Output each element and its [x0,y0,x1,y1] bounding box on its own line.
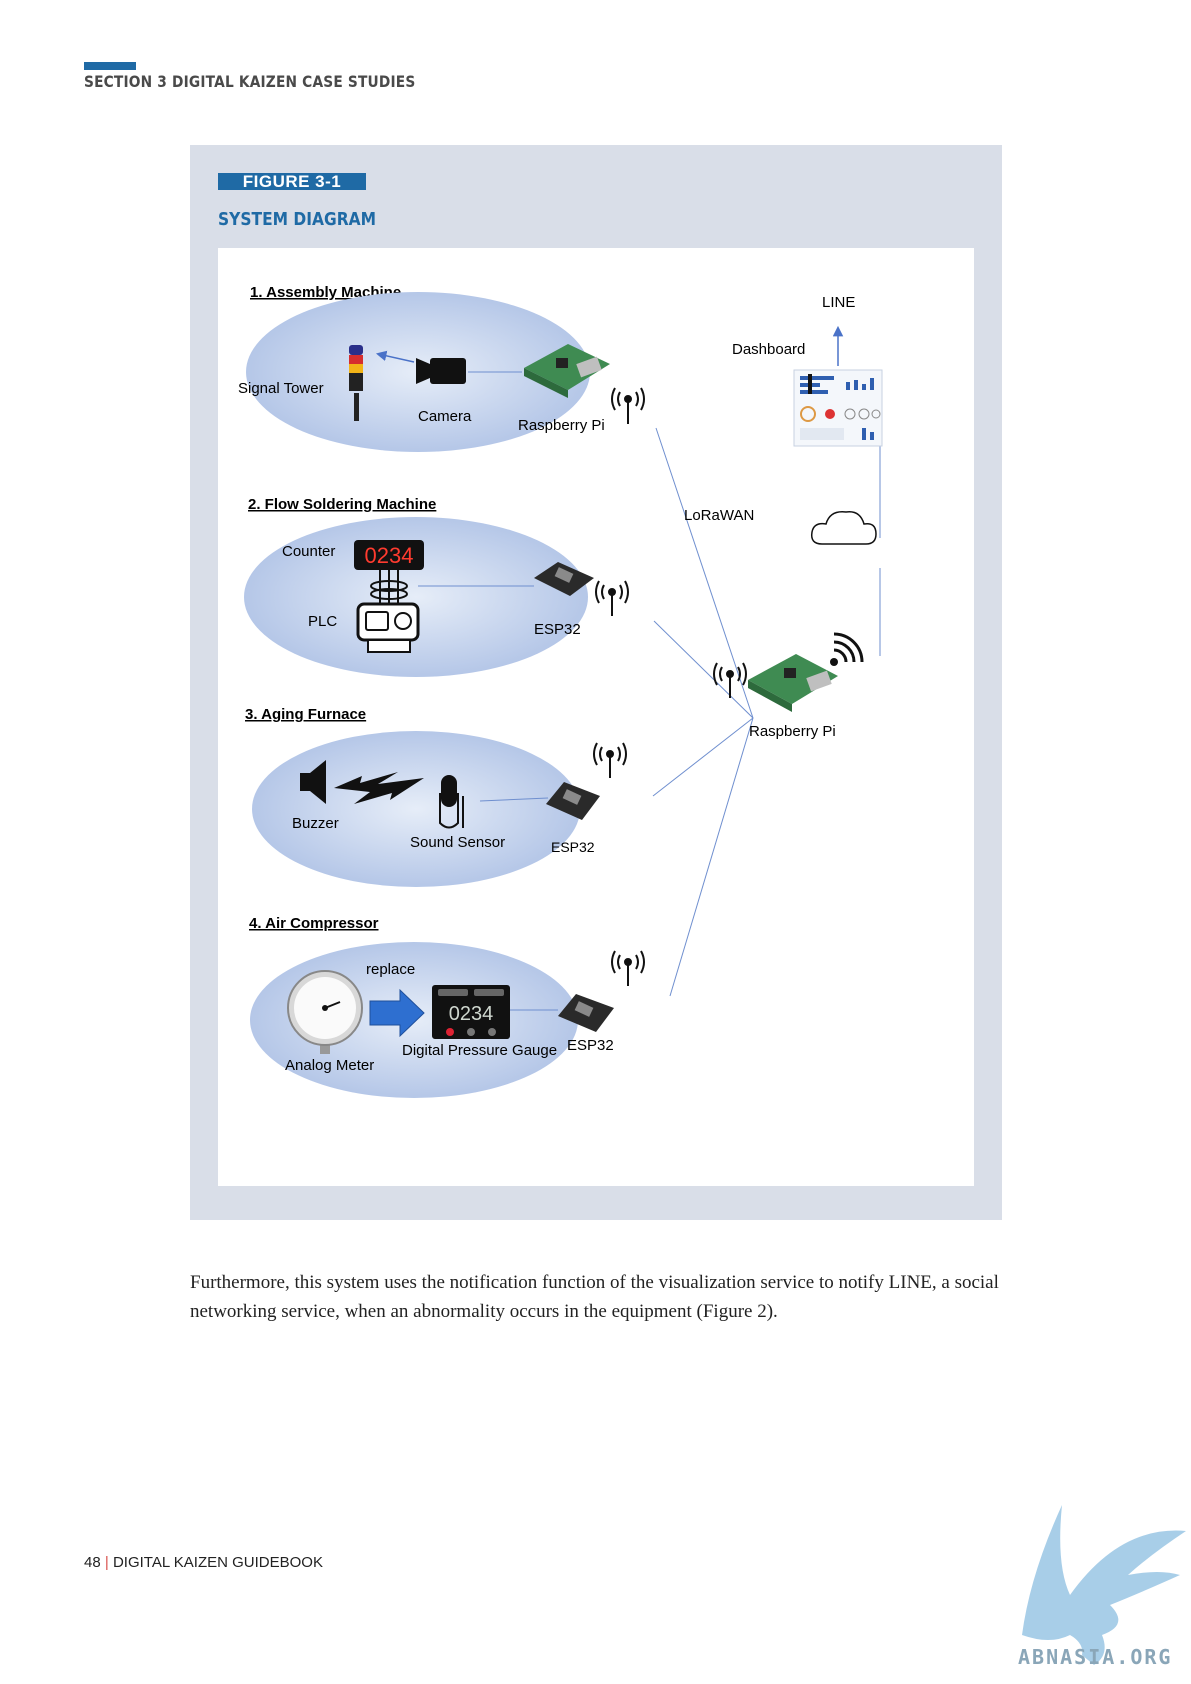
dashboard-thumbnail [793,369,883,447]
section-2-ellipse [244,517,588,677]
antenna-icon [595,580,629,616]
replace-label: replace [366,961,415,978]
antenna-icon [593,742,627,778]
sound-sensor-label: Sound Sensor [410,834,505,851]
esp32-board-icon [546,782,600,820]
plc-label: PLC [308,613,337,630]
antenna-icon [611,950,645,986]
body-paragraph: Furthermore, this system uses the notifi… [190,1272,999,1322]
figure-label: FIGURE 3-1 [218,173,366,190]
section-title: SECTION 3 DIGITAL KAIZEN CASE STUDIES [84,72,416,91]
figure-panel: FIGURE 3-1 SYSTEM DIAGRAM [190,145,1002,1220]
section-4-heading: 4. Air Compressor [249,915,379,932]
esp32-board-icon [534,562,594,596]
line-label: LINE [822,294,855,311]
section-3-ellipse [252,731,580,887]
svg-text:0234: 0234 [449,1003,494,1025]
dashboard-label: Dashboard [732,341,805,358]
figure-title: SYSTEM DIAGRAM [218,209,377,230]
digital-pressure-gauge-icon: 0234 [432,985,510,1039]
signal-tower-icon [349,345,363,421]
analog-meter-icon [287,970,363,1054]
svg-text:0234: 0234 [365,543,414,568]
sensor-to-esp32-link [479,797,549,802]
page-footer: 48 | DIGITAL KAIZEN GUIDEBOOK [84,1554,323,1571]
digital-pressure-gauge-label: Digital Pressure Gauge [402,1042,557,1059]
analog-meter-label: Analog Meter [285,1057,374,1074]
system-diagram: 1. Assembly Machine Signal Tower Camera [218,248,974,1186]
plc-icon [356,570,420,653]
raspberry-pi-gateway-icon [748,654,838,712]
page-number: 48 [84,1554,101,1571]
antenna-icon [611,387,645,424]
lorawan-links [652,393,881,997]
esp32-2-label: ESP32 [551,839,595,855]
abnasia-bird-logo [1022,1505,1186,1665]
sound-sensor-icon [439,775,464,829]
esp32-board-icon [558,994,614,1032]
book-title: DIGITAL KAIZEN GUIDEBOOK [112,1554,323,1571]
antenna-icon [713,662,747,698]
signal-tower-label: Signal Tower [238,380,324,397]
wifi-icon [830,632,864,666]
footer-separator: | [104,1554,109,1571]
raspberry-pi-gateway-label: Raspberry Pi [749,723,836,740]
section-3-heading: 3. Aging Furnace [245,706,366,723]
camera-label: Camera [418,408,472,425]
watermark-text: ABNASIA.ORG [1018,1645,1173,1669]
counter-label: Counter [282,543,335,560]
esp32-3-label: ESP32 [567,1037,614,1054]
raspberry-pi-icon [524,344,610,398]
cloud-icon [810,511,877,545]
replace-arrow-icon [369,988,425,1038]
buzzer-label: Buzzer [292,815,339,832]
raspberry-pi-1-label: Raspberry Pi [518,417,605,434]
section-2-heading: 2. Flow Soldering Machine [248,496,436,513]
camera-icon [416,358,466,384]
counter-display: 0234 [354,540,424,570]
section-accent-bar [84,62,136,70]
sound-wave-bolt-icon [334,772,424,804]
esp32-1-label: ESP32 [534,621,581,638]
buzzer-speaker-icon [300,760,326,804]
camera-arrow [375,350,415,363]
lorawan-label: LoRaWAN [684,507,754,524]
system-diagram-svg: 1. Assembly Machine Signal Tower Camera [238,284,883,1098]
